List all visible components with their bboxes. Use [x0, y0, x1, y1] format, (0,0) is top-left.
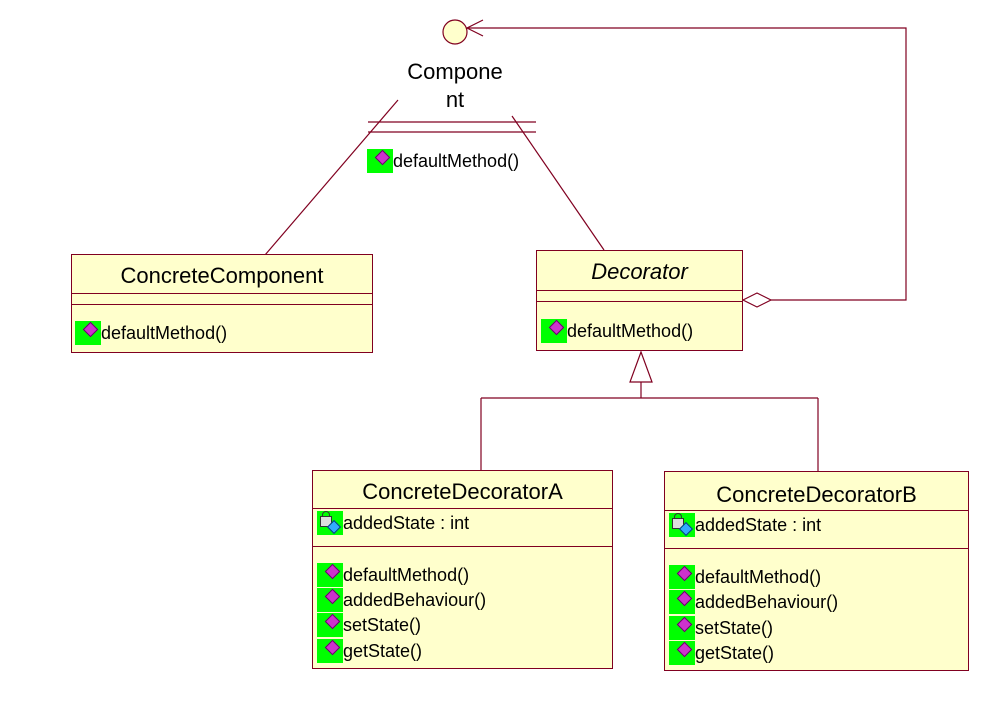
class-concrete-decorator-b: ConcreteDecoratorB addedState : int defa… [664, 471, 969, 671]
method-label: getState() [695, 642, 775, 663]
aggregation-arrowhead [465, 19, 484, 37]
interface-name-line1: Compone [407, 59, 503, 84]
method-row: defaultMethod() [669, 565, 821, 589]
method-row: defaultMethod() [541, 319, 693, 343]
method-icon [75, 321, 101, 345]
method-label: setState() [695, 617, 774, 638]
method-icon [669, 565, 695, 589]
interface-component-name: Compone nt [380, 58, 530, 114]
separator [537, 301, 742, 302]
method-row: addedBehaviour() [317, 588, 486, 612]
method-label: getState() [343, 640, 423, 661]
attribute-row: addedState : int [317, 511, 469, 535]
interface-method-label: defaultMethod() [393, 150, 520, 171]
separator [313, 508, 612, 509]
method-label: setState() [343, 614, 422, 635]
method-row: setState() [669, 616, 773, 640]
method-row: defaultMethod() [317, 563, 469, 587]
aggregation-line [467, 27, 907, 301]
generalization-triangle [629, 350, 653, 383]
method-row: defaultMethod() [75, 321, 227, 345]
method-label: addedBehaviour() [343, 589, 487, 610]
realization-decorator [511, 115, 605, 251]
class-name: ConcreteDecoratorB [716, 482, 917, 507]
method-icon [669, 641, 695, 665]
method-label: defaultMethod() [695, 566, 822, 587]
separator [72, 304, 372, 305]
attribute-label: addedState : int [695, 514, 822, 535]
separator [313, 546, 612, 547]
separator [537, 290, 742, 291]
class-concrete-component: ConcreteComponent defaultMethod() [71, 254, 373, 353]
method-row: getState() [317, 639, 422, 663]
class-decorator: Decorator defaultMethod() [536, 250, 743, 351]
private-attribute-icon [317, 511, 343, 535]
aggregation-diamond [741, 292, 773, 308]
method-icon [367, 149, 393, 173]
realization-concrete-component [264, 99, 399, 256]
class-concrete-decorator-a: ConcreteDecoratorA addedState : int defa… [312, 470, 613, 669]
attribute-row: addedState : int [669, 513, 821, 537]
method-row: getState() [669, 641, 774, 665]
class-name: ConcreteDecoratorA [362, 479, 563, 504]
method-label: defaultMethod() [101, 322, 228, 343]
method-label: defaultMethod() [567, 320, 694, 341]
separator [72, 293, 372, 294]
method-row: setState() [317, 613, 421, 637]
method-icon [669, 590, 695, 614]
interface-name-line2: nt [445, 87, 465, 112]
method-label: addedBehaviour() [695, 591, 839, 612]
interface-lollipop [442, 19, 468, 45]
attribute-label: addedState : int [343, 512, 470, 533]
method-icon [669, 616, 695, 640]
private-attribute-icon [669, 513, 695, 537]
class-name: ConcreteComponent [120, 263, 324, 288]
separator [665, 548, 968, 549]
method-icon [541, 319, 567, 343]
method-icon [317, 613, 343, 637]
separator [665, 510, 968, 511]
method-label: defaultMethod() [343, 564, 470, 585]
method-icon [317, 588, 343, 612]
method-icon [317, 639, 343, 663]
class-name: Decorator [591, 259, 688, 284]
interface-method-row: defaultMethod() [367, 149, 519, 173]
method-icon [317, 563, 343, 587]
method-row: addedBehaviour() [669, 590, 838, 614]
